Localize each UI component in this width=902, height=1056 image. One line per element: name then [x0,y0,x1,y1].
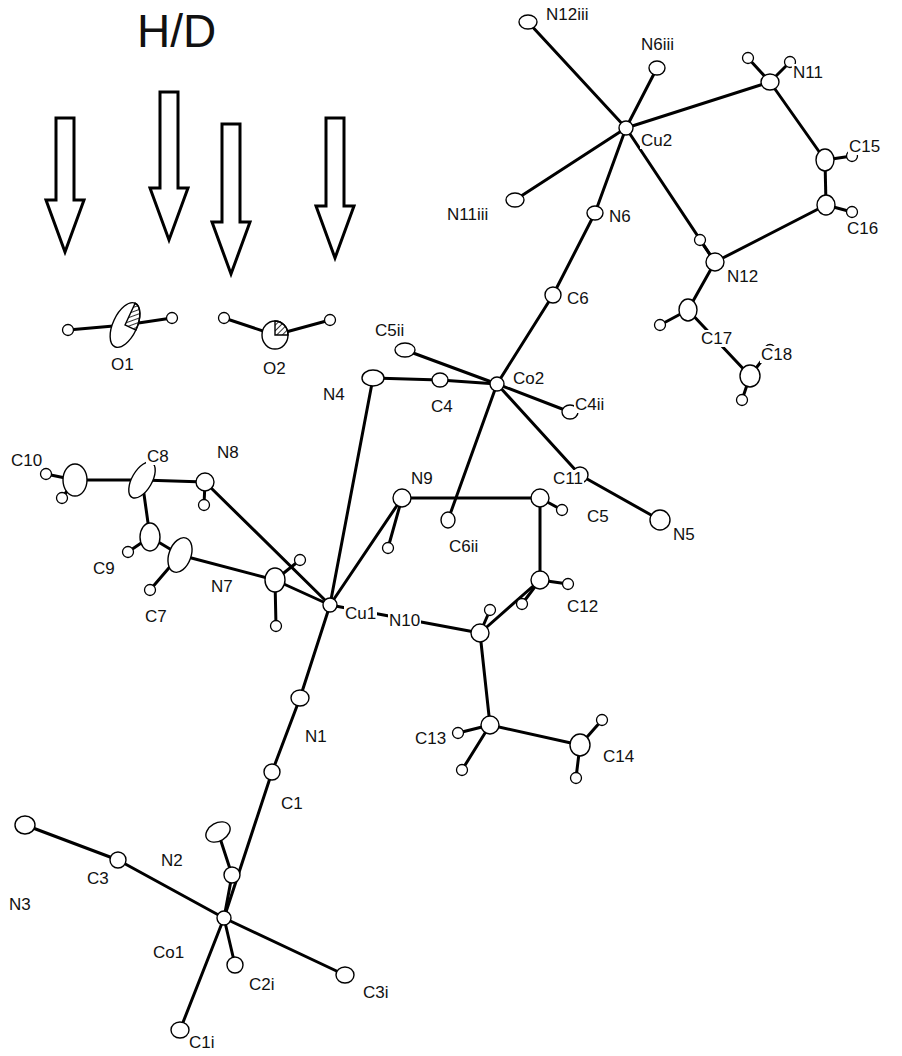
atom-label: O1 [110,356,135,373]
atom-label: C6ii [448,538,479,555]
atom-label: C15 [848,138,881,155]
atom-label: N7 [210,578,234,595]
atom-label: N6 [608,208,632,225]
atom-label: N8 [216,444,240,461]
atom-label: C1i [188,1034,216,1051]
isotope-label: H/D [136,8,217,54]
atom-label: Cu1 [344,605,377,622]
atom-label: N9 [410,470,434,487]
atom-ellipsoids [15,15,835,1038]
bonds [25,22,852,1030]
atom-label: N3 [8,896,32,913]
atom-label: Co2 [512,370,545,387]
atom-label: N10 [388,612,421,629]
atom-label: C4 [430,398,454,415]
atom-label: C10 [10,452,43,469]
atom-label: N2 [160,852,184,869]
atom-label: N11iii [446,206,489,223]
atom-label: C2i [248,976,276,993]
atom-label: C11 [552,470,584,487]
atom-label: C5 [586,508,610,525]
atom-label: C8 [146,448,170,465]
atom-label: C3 [86,870,110,887]
atom-label: C9 [92,560,116,577]
atom-label: C16 [846,220,879,237]
atom-label: C7 [144,608,168,625]
atom-label: Cu2 [640,132,673,149]
atom-label: C14 [602,748,635,765]
atom-label: C6 [566,290,590,307]
atom-label: Co1 [152,944,185,961]
atom-label: N1 [304,728,328,745]
atom-label: C12 [566,598,599,615]
atom-label: N11 [792,64,824,81]
atom-label: C18 [760,346,793,363]
atom-label: C17 [700,330,733,347]
atom-label: N12 [726,268,759,285]
beam-arrows [46,92,354,274]
atom-label: C1 [280,795,304,812]
atom-label: N12iii [545,6,590,23]
atom-label: N5 [672,526,696,543]
atom-label: O2 [262,360,287,377]
atom-label: C13 [414,730,447,747]
hydrogen-atoms [41,53,858,784]
atom-label: N6iii [640,36,675,53]
atom-label: C5ii [374,322,405,339]
atom-label: C4ii [574,396,605,413]
atom-label: N4 [322,386,346,403]
atom-label: C3i [362,984,390,1001]
